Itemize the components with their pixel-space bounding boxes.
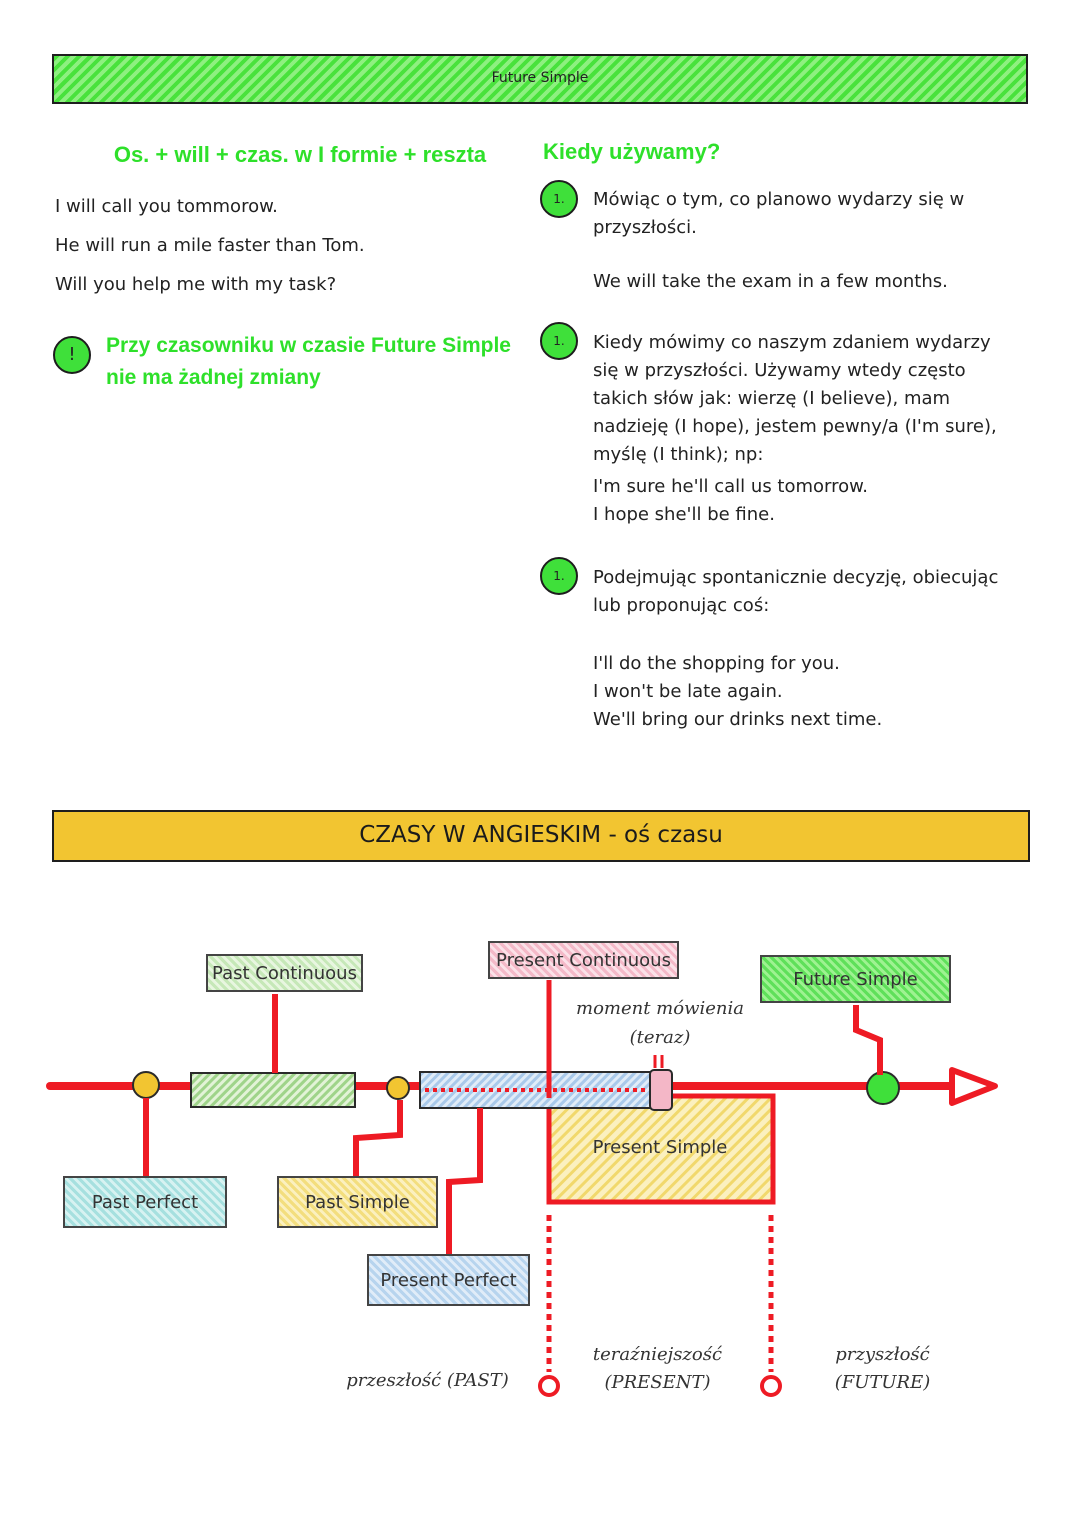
label-present-continuous: Present Continuous	[488, 941, 679, 979]
section-title: CZASY W ANGIESKIM - oś czasu	[359, 822, 723, 848]
usage-description: Mówiąc o tym, co planowo wydarzy się w p…	[593, 189, 965, 238]
label-past-simple: Past Simple	[277, 1176, 438, 1228]
arrow-head-icon	[949, 1067, 998, 1106]
future-simple-point-icon	[866, 1071, 900, 1105]
exclamation-icon: !	[53, 336, 91, 374]
past-continuous-bar	[190, 1072, 356, 1108]
usage-number-badge: 1.	[540, 180, 578, 218]
label-past-perfect: Past Perfect	[63, 1176, 227, 1228]
present-continuous-marker	[649, 1069, 673, 1111]
future-zone-sub: (FUTURE)	[834, 1372, 931, 1393]
speaking-moment-label: moment mówienia	[576, 998, 744, 1019]
label-future-simple: Future Simple	[760, 955, 951, 1003]
section-title: Future Simple	[491, 70, 589, 86]
label-past-continuous: Past Continuous	[206, 954, 363, 992]
present-zone-sub: (PRESENT)	[604, 1372, 711, 1393]
grammar-note: Przy czasowniku w czasie Future Simple n…	[106, 334, 511, 389]
label-present-perfect: Present Perfect	[367, 1254, 530, 1306]
usage-example: I'm sure he'll call us tomorrow.	[593, 476, 868, 497]
usage-heading: Kiedy używamy?	[543, 139, 721, 164]
speaking-moment-sub: (teraz)	[629, 1027, 691, 1048]
present-simple-area	[546, 1093, 776, 1205]
usage-example: I hope she'll be fine.	[593, 504, 775, 525]
boundary-past-present-icon	[538, 1375, 560, 1397]
usage-example: We'll bring our drinks next time.	[593, 709, 883, 730]
usage-example: I won't be late again.	[593, 681, 783, 702]
example-sentence: I will call you tommorow.	[55, 196, 278, 217]
future-zone-label: przyszłość	[835, 1344, 930, 1365]
present-zone-label: teraźniejszość	[592, 1344, 723, 1365]
usage-example: I'll do the shopping for you.	[593, 653, 840, 674]
usage-number-badge: 1.	[540, 322, 578, 360]
usage-example: We will take the exam in a few months.	[593, 271, 948, 292]
usage-description: Kiedy mówimy co naszym zdaniem wydarzy s…	[593, 332, 997, 465]
usage-description: Podejmując spontanicznie decyzję, obiecu…	[593, 567, 999, 616]
section-banner-future-simple: Future Simple	[52, 54, 1028, 104]
section-banner-timeline: CZASY W ANGIESKIM - oś czasu	[52, 810, 1030, 862]
label-present-simple: Present Simple	[592, 1137, 728, 1158]
past-perfect-point-icon	[132, 1071, 160, 1099]
example-sentence: Will you help me with my task?	[55, 274, 337, 295]
boundary-present-future-icon	[760, 1375, 782, 1397]
example-sentence: He will run a mile faster than Tom.	[55, 235, 365, 256]
past-simple-point-icon	[386, 1076, 410, 1100]
formula-heading: Os. + will + czas. w I formie + reszta	[113, 142, 487, 167]
usage-number-badge: 1.	[540, 557, 578, 595]
past-zone-label: przeszłość (PAST)	[346, 1370, 509, 1391]
